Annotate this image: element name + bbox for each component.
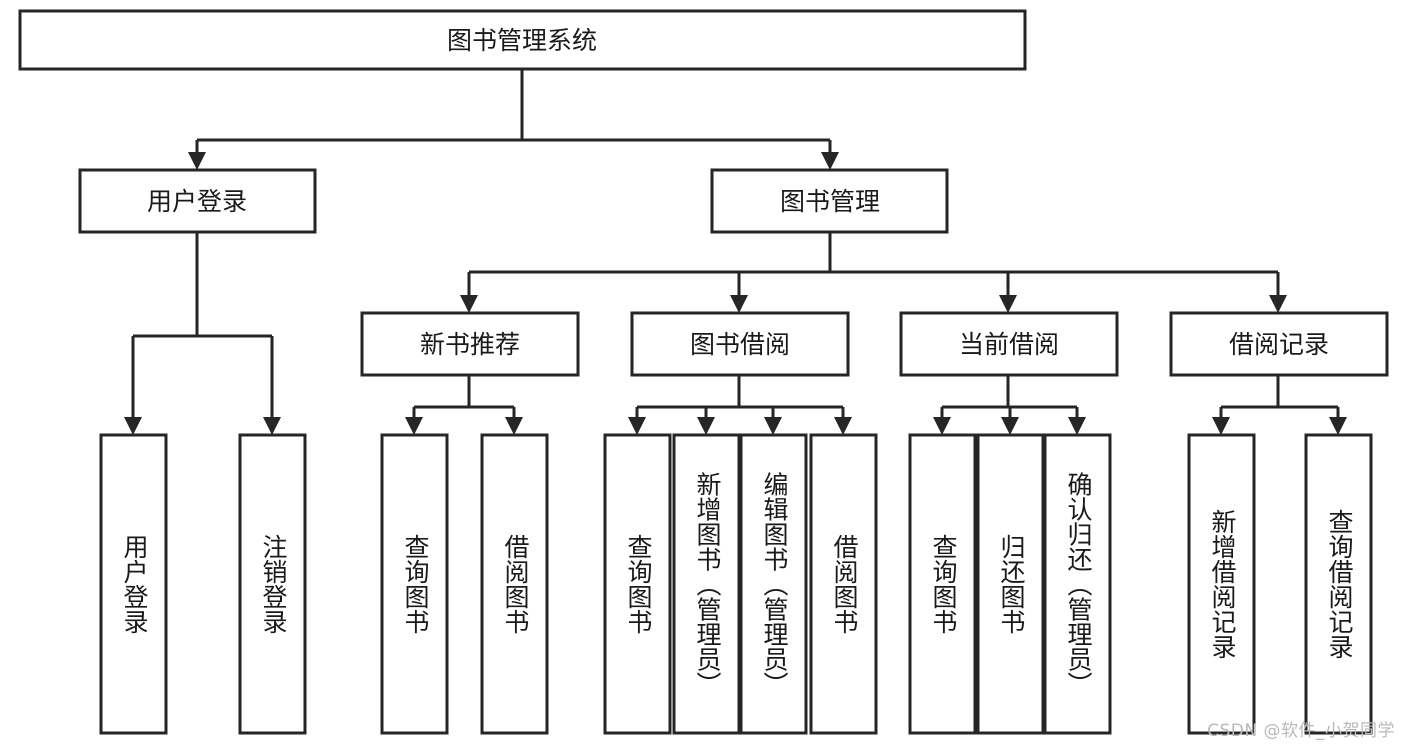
node-book-manage[interactable]: 图书管理 (710, 168, 949, 234)
node-leaf-borrow-book-rec-label: 借阅图书 (501, 534, 530, 634)
arrowhead-leaf-query-book-c (933, 417, 951, 435)
connector-layer (124, 69, 1347, 435)
node-leaf-query-record-label: 查询借阅记录 (1325, 509, 1354, 659)
arrowhead-new-book-rec (460, 295, 478, 313)
node-current-borrow-label: 当前借阅 (959, 330, 1059, 359)
node-new-book-rec[interactable]: 新书推荐 (360, 311, 580, 377)
node-leaf-add-record-label: 新增借阅记录 (1208, 509, 1237, 659)
node-leaf-add-book[interactable]: 新增图书（管理员） (672, 433, 741, 735)
node-leaf-return-book-box[interactable] (976, 433, 1045, 735)
node-new-book-rec-box[interactable] (360, 311, 580, 377)
arrowhead-book-manage (821, 152, 839, 170)
node-leaf-query-book-b-box[interactable] (603, 433, 672, 735)
node-leaf-return-book-label: 归还图书 (997, 534, 1026, 634)
node-root[interactable]: 图书管理系统 (18, 9, 1027, 71)
node-leaf-borrow-book-b-label: 借阅图书 (830, 534, 859, 634)
csdn-watermark: CSDN @软件_小贺同学 (1207, 721, 1395, 741)
node-root-box[interactable] (18, 9, 1027, 71)
node-user-login-label: 用户登录 (147, 187, 247, 216)
node-leaf-borrow-book-rec-box[interactable] (480, 433, 549, 735)
node-leaf-query-book-rec-box[interactable] (380, 433, 449, 735)
node-leaf-edit-book-box[interactable] (739, 433, 808, 735)
node-leaf-borrow-book-b-box[interactable] (809, 433, 878, 735)
node-leaf-edit-book-label: 编辑图书（管理员） (760, 472, 789, 697)
node-leaf-add-record-box[interactable] (1187, 433, 1256, 735)
node-new-book-rec-label: 新书推荐 (420, 330, 520, 359)
arrowhead-leaf-add-book (697, 417, 715, 435)
arrowhead-book-borrow (730, 295, 748, 313)
node-current-borrow[interactable]: 当前借阅 (899, 311, 1119, 377)
node-leaf-confirm-return[interactable]: 确认归还（管理员） (1043, 433, 1112, 735)
node-leaf-query-book-rec-label: 查询图书 (401, 534, 430, 634)
node-borrow-record-label: 借阅记录 (1229, 330, 1329, 359)
arrowhead-leaf-borrow-book-b (834, 417, 852, 435)
node-leaf-query-book-b-label: 查询图书 (624, 534, 653, 634)
arrowhead-leaf-add-record (1212, 417, 1230, 435)
arrowhead-leaf-query-book-rec (405, 417, 423, 435)
node-leaf-query-book-c-box[interactable] (908, 433, 977, 735)
arrowhead-leaf-return-book (1001, 417, 1019, 435)
node-leaf-borrow-book-b[interactable]: 借阅图书 (809, 433, 878, 735)
node-book-manage-box[interactable] (710, 168, 949, 234)
node-leaf-add-book-box[interactable] (672, 433, 741, 735)
arrowhead-borrow-record (1269, 295, 1287, 313)
node-leaf-add-record[interactable]: 新增借阅记录 (1187, 433, 1256, 735)
node-leaf-borrow-book-rec[interactable]: 借阅图书 (480, 433, 549, 735)
node-leaf-logout-label: 注销登录 (259, 534, 288, 634)
arrowhead-leaf-query-book-b (628, 417, 646, 435)
node-leaf-logout[interactable]: 注销登录 (238, 433, 307, 735)
node-leaf-return-book[interactable]: 归还图书 (976, 433, 1045, 735)
node-leaf-query-record[interactable]: 查询借阅记录 (1304, 433, 1373, 735)
node-leaf-query-book-b[interactable]: 查询图书 (603, 433, 672, 735)
arrowhead-leaf-logout (263, 417, 281, 435)
node-user-login-box[interactable] (78, 168, 317, 234)
node-leaf-user-login[interactable]: 用户登录 (99, 433, 168, 735)
node-leaf-query-record-box[interactable] (1304, 433, 1373, 735)
node-leaf-query-book-c-label: 查询图书 (929, 534, 958, 634)
arrowhead-leaf-query-record (1329, 417, 1347, 435)
arrowhead-leaf-edit-book (764, 417, 782, 435)
node-leaf-confirm-return-box[interactable] (1043, 433, 1112, 735)
node-book-borrow-label: 图书借阅 (690, 330, 790, 359)
node-book-manage-label: 图书管理 (780, 187, 880, 216)
arrowhead-leaf-borrow-book-rec (505, 417, 523, 435)
node-leaf-edit-book[interactable]: 编辑图书（管理员） (739, 433, 808, 735)
node-leaf-query-book-c[interactable]: 查询图书 (908, 433, 977, 735)
arrowhead-leaf-user-login (124, 417, 142, 435)
node-leaf-logout-box[interactable] (238, 433, 307, 735)
node-leaf-user-login-label: 用户登录 (120, 534, 149, 634)
node-leaf-add-book-label: 新增图书（管理员） (693, 472, 722, 697)
arrowhead-user-login (188, 152, 206, 170)
node-current-borrow-box[interactable] (899, 311, 1119, 377)
arrowhead-leaf-confirm-return (1068, 417, 1086, 435)
node-borrow-record-box[interactable] (1169, 311, 1389, 377)
node-leaf-confirm-return-label: 确认归还（管理员） (1064, 472, 1093, 697)
node-borrow-record[interactable]: 借阅记录 (1169, 311, 1389, 377)
node-user-login[interactable]: 用户登录 (78, 168, 317, 234)
arrowhead-current-borrow (999, 295, 1017, 313)
node-leaf-user-login-box[interactable] (99, 433, 168, 735)
node-book-borrow[interactable]: 图书借阅 (630, 311, 850, 377)
node-book-borrow-box[interactable] (630, 311, 850, 377)
node-root-label: 图书管理系统 (447, 26, 597, 55)
node-leaf-query-book-rec[interactable]: 查询图书 (380, 433, 449, 735)
